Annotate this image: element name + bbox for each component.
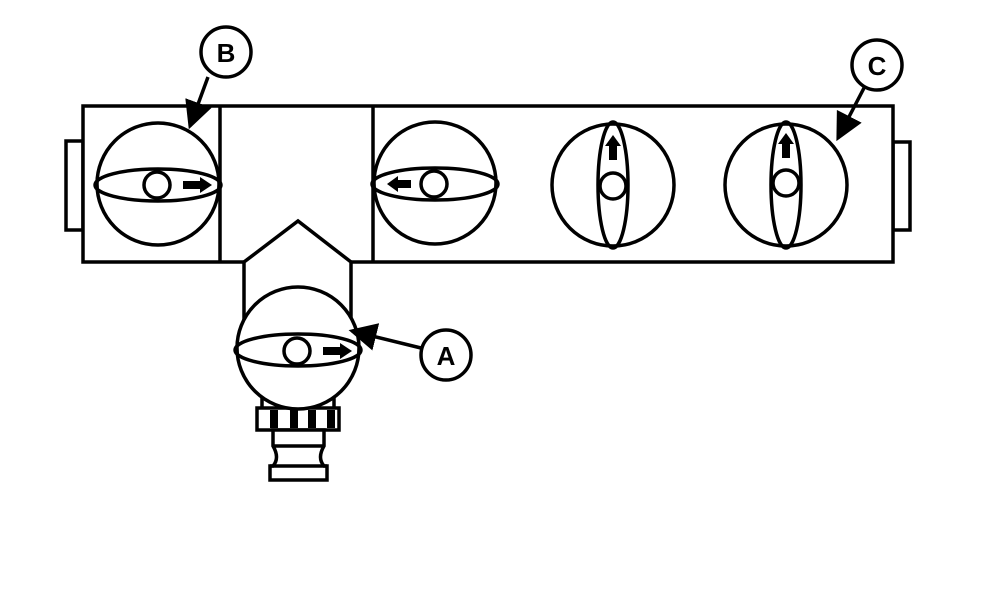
arrow-up-icon — [778, 133, 794, 158]
arrow-right-icon — [183, 177, 212, 193]
arrow-up-icon — [605, 135, 621, 160]
valve-a — [233, 285, 363, 411]
callout-c-label: C — [868, 51, 887, 81]
arrow-right-icon — [323, 343, 352, 359]
left-port-nub — [64, 139, 85, 232]
callout-a: A — [348, 323, 473, 382]
valve-3 — [550, 120, 676, 250]
valve-b — [93, 121, 223, 247]
callout-b: B — [185, 25, 253, 130]
valve-c — [723, 120, 849, 250]
callout-b-label: B — [217, 38, 236, 68]
right-port-nub — [891, 140, 912, 232]
callout-c: C — [836, 38, 904, 142]
valve-2 — [370, 120, 500, 246]
arrow-left-icon — [387, 176, 411, 192]
callout-a-label: A — [437, 341, 456, 371]
